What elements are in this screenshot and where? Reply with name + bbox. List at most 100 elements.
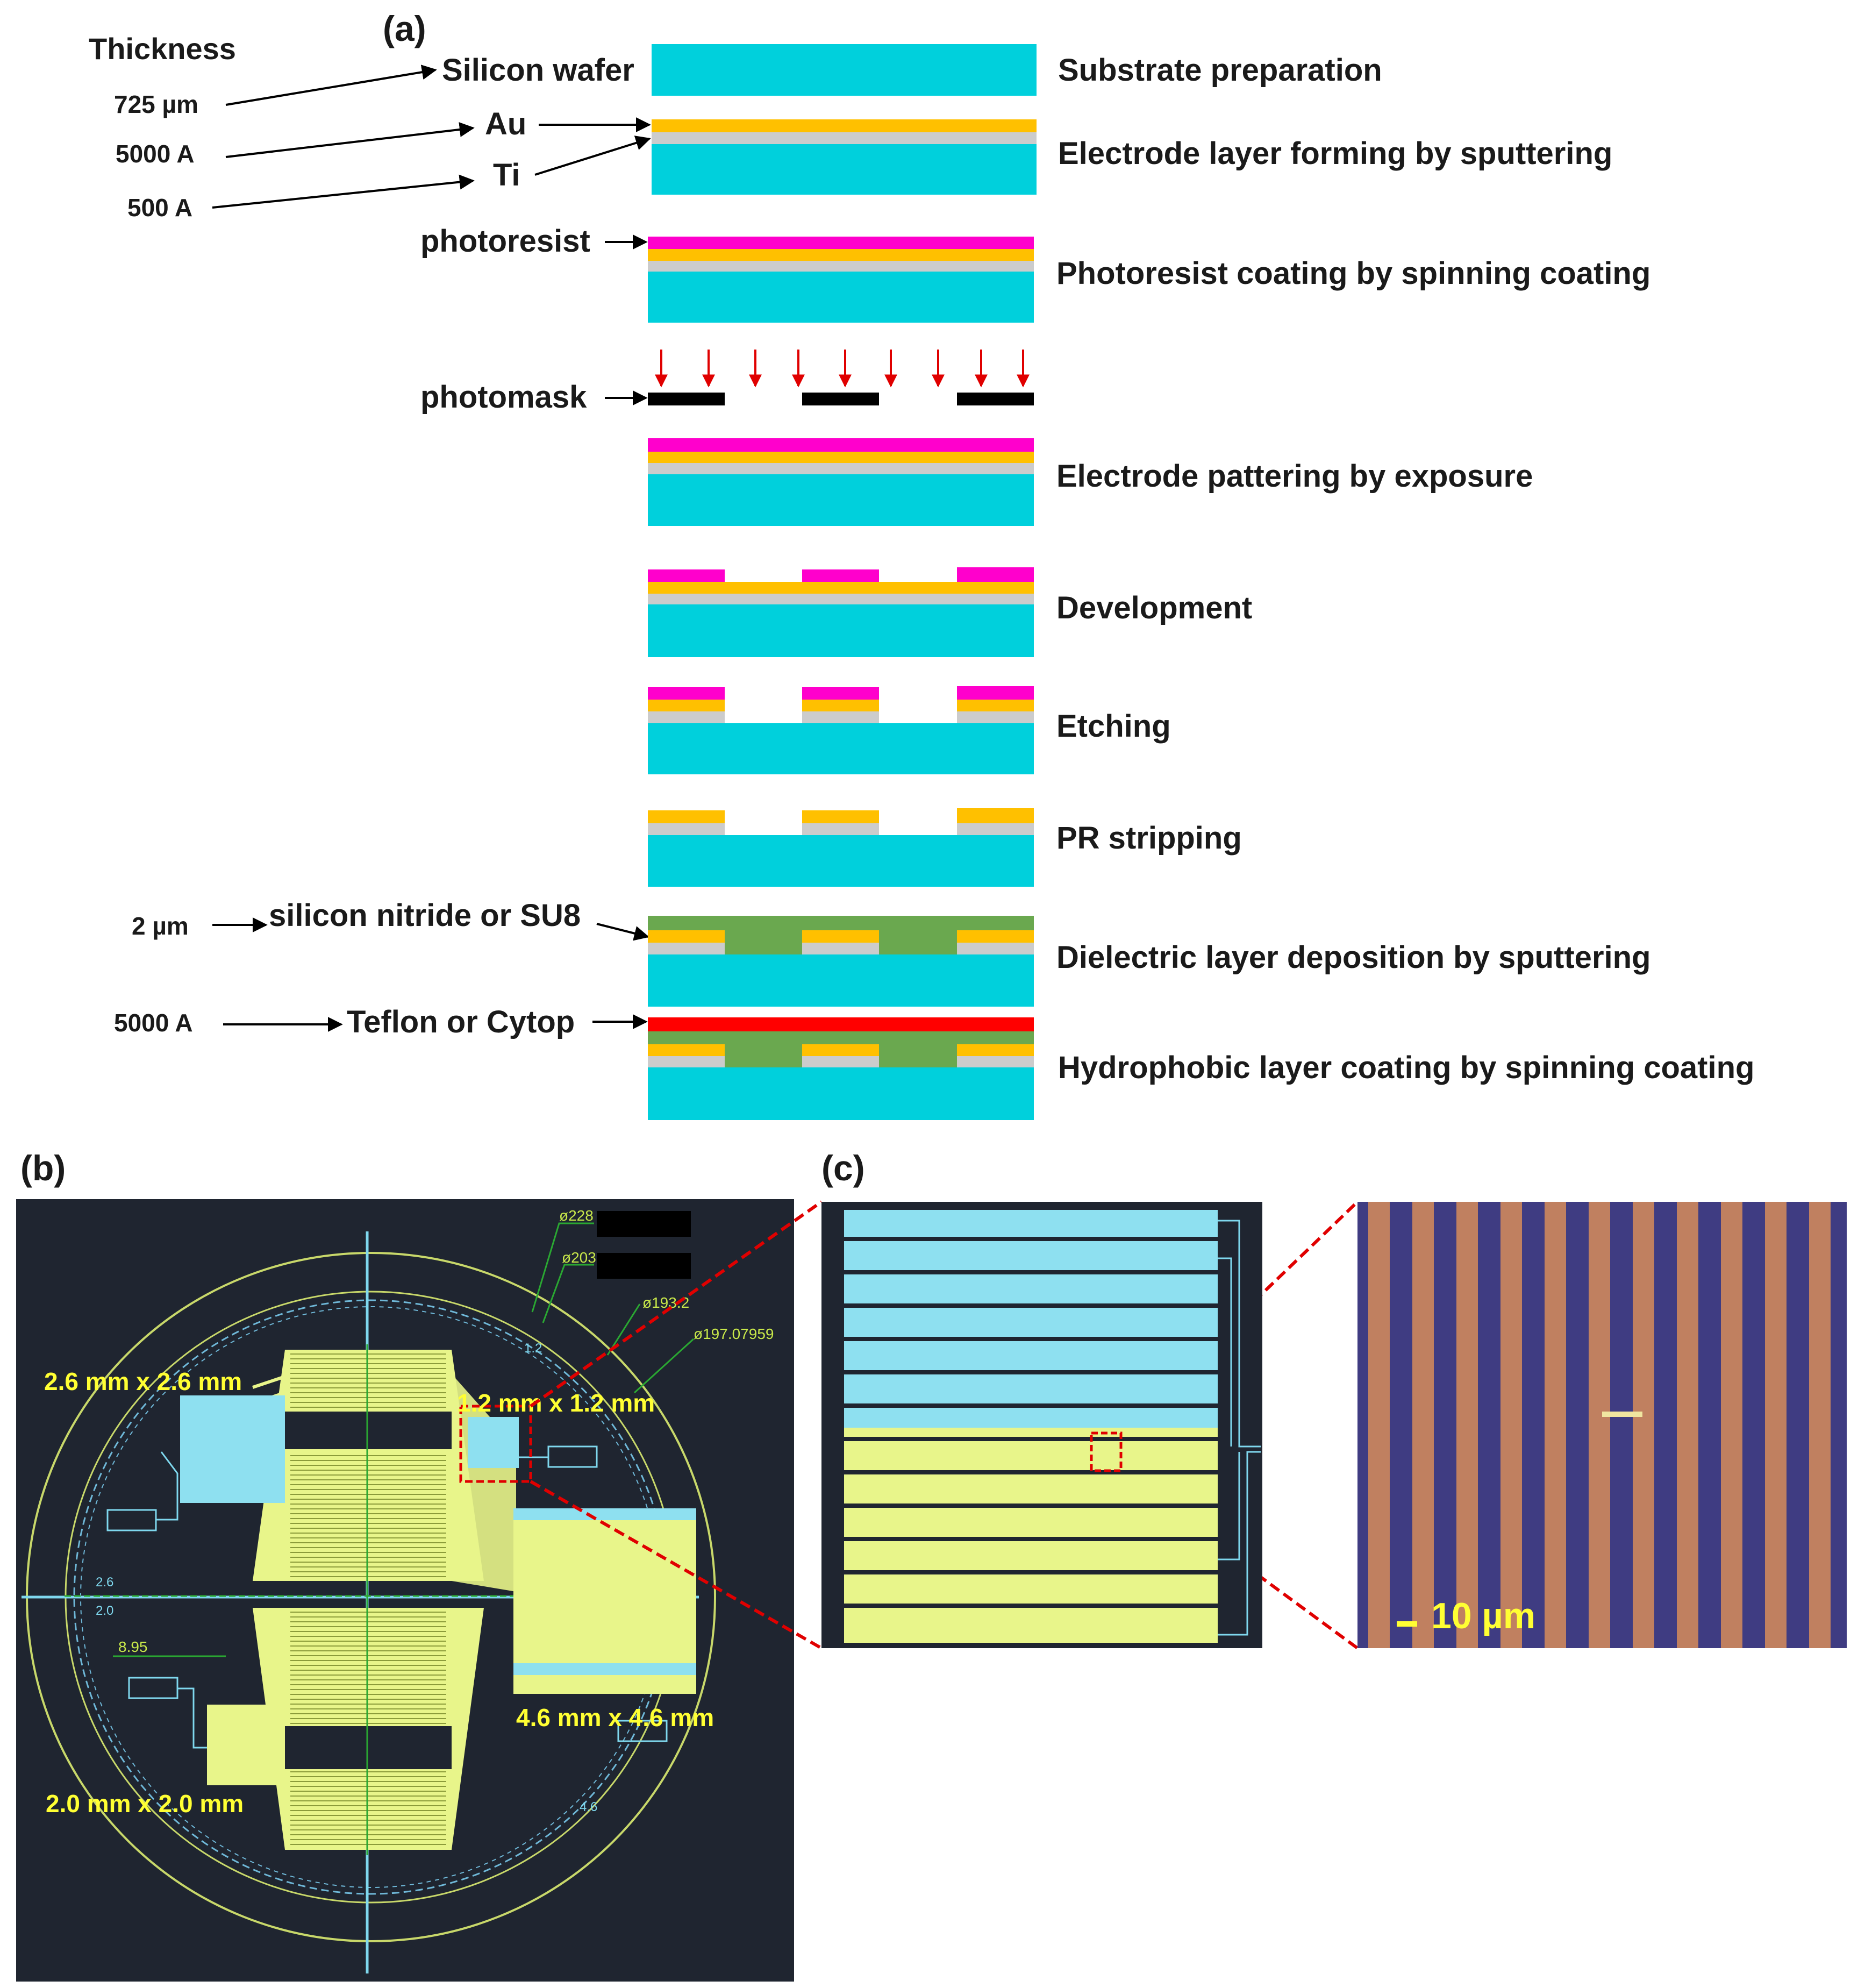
- label-photomask: photomask: [420, 380, 587, 415]
- electrode-pad-2-0mm: [207, 1705, 285, 1785]
- step-3: Photoresist coating by spinning coating: [1056, 256, 1650, 291]
- small-label-2-0: 2.0: [96, 1604, 113, 1618]
- small-label-4-6: 4.6: [580, 1800, 597, 1814]
- electrode-pad-4-6mm-bottom-edge: [513, 1663, 696, 1675]
- photomask-exposure: [648, 350, 1034, 405]
- silicon-layer: [648, 835, 1034, 887]
- finger-gap: [844, 1470, 1218, 1474]
- scale-bar-label: 10 µm: [1431, 1595, 1535, 1636]
- au-layer: [648, 249, 1034, 261]
- step-4: Electrode pattering by exposure: [1056, 459, 1533, 494]
- finger-gap: [844, 1570, 1218, 1574]
- au-layer: [652, 119, 1037, 132]
- thickness-au: 5000 A: [116, 140, 195, 168]
- label-photoresist: photoresist: [420, 224, 590, 259]
- panel-b-label: (b): [20, 1148, 66, 1188]
- etched-island-left: [648, 687, 725, 723]
- redaction-bar-top: [597, 1211, 691, 1237]
- arrow-silicon-thickness: [225, 65, 437, 106]
- electrode-array-lower: [253, 1608, 484, 1850]
- electrode-stripe: [1412, 1202, 1434, 1648]
- electrode-stripe: [1633, 1202, 1654, 1648]
- arrow-ti-thickness: [212, 174, 475, 209]
- electrode-stripe: [1589, 1202, 1610, 1648]
- silicon-layer: [648, 1067, 1034, 1120]
- panel-c-label: (c): [821, 1148, 865, 1188]
- zoomed-routing: [1218, 1220, 1261, 1636]
- etched-island-right: [957, 686, 1034, 723]
- step-6: Etching: [1056, 709, 1171, 744]
- label-au: Au: [485, 106, 526, 141]
- zoomed-pad-cyan: [844, 1210, 1218, 1428]
- size-label-2-6mm: 2.6 mm x 2.6 mm: [44, 1367, 242, 1395]
- dim-895: 8.95: [118, 1638, 148, 1655]
- au-layer: [648, 582, 1034, 594]
- finger-gap: [844, 1604, 1218, 1608]
- size-label-2-0mm: 2.0 mm x 2.0 mm: [46, 1790, 244, 1818]
- electrode-middle: [802, 810, 879, 835]
- silicon-layer: [652, 144, 1037, 195]
- electrode-pad-2-6mm: [180, 1395, 285, 1503]
- panel-a-label: (a): [383, 9, 426, 48]
- size-label-1-2mm: 1.2 mm x 1.2 mm: [457, 1389, 655, 1417]
- zoom-selection-box: [459, 1405, 532, 1483]
- step-9: Hydrophobic layer coating by spinning co…: [1058, 1050, 1754, 1085]
- electrode-stripe: [1677, 1202, 1698, 1648]
- electrode-pad-4-6mm-top-edge: [513, 1508, 696, 1520]
- dim-197: ø197.07959: [694, 1326, 774, 1342]
- ti-layer: [648, 594, 1034, 604]
- step-7: PR stripping: [1056, 821, 1242, 856]
- photoresist-layer: [648, 438, 1034, 452]
- arrow-au-thickness: [225, 122, 475, 158]
- dimension-leaders: [113, 1222, 695, 1657]
- mask-segment-right: [957, 393, 1034, 405]
- stack-electrode-forming: [652, 119, 1037, 195]
- label-ti: Ti: [493, 158, 520, 193]
- silicon-layer: [648, 604, 1034, 657]
- electrode-pad-4-6mm: [513, 1508, 696, 1694]
- arrow-ti-layer: [534, 136, 651, 176]
- stack-substrate: [652, 44, 1037, 96]
- label-hydrophobic: Teflon or Cytop: [347, 1004, 575, 1039]
- stack-development: [648, 567, 1034, 657]
- stack-photoresist-coating: [648, 237, 1034, 323]
- silicon-layer: [648, 272, 1034, 323]
- finger-gap: [844, 1537, 1218, 1541]
- step-1: Substrate preparation: [1058, 53, 1382, 88]
- electrode-stripe: [1809, 1202, 1831, 1648]
- arrow-dielectric-layer: [596, 923, 649, 941]
- label-silicon-wafer: Silicon wafer: [442, 53, 634, 88]
- silicon-layer: [648, 474, 1034, 526]
- electrode-stripe: [1456, 1202, 1478, 1648]
- step-8: Dielectric layer deposition by sputterin…: [1056, 940, 1650, 975]
- finger-gap: [844, 1370, 1218, 1374]
- silicon-layer: [652, 44, 1037, 96]
- step-5: Development: [1056, 590, 1252, 625]
- panel-c: (c) 10 µm: [821, 1148, 1847, 1648]
- photoresist-left: [648, 569, 725, 582]
- contact-pads: [106, 1445, 668, 1749]
- zoomed-left-strip: [821, 1210, 844, 1643]
- finger-gap: [844, 1403, 1218, 1408]
- hydrophobic-layer: [648, 1017, 1034, 1031]
- small-label-1-2: 1.2: [524, 1341, 542, 1356]
- finger-gap: [844, 1337, 1218, 1341]
- silicon-layer: [648, 723, 1034, 774]
- small-label-2-6: 2.6: [96, 1575, 113, 1590]
- panel-b: (b): [16, 1148, 794, 1982]
- electrode-left: [648, 810, 725, 835]
- electrode-right: [957, 808, 1034, 835]
- stack-hydrophobic: [648, 1017, 1034, 1120]
- finger-gap: [844, 1237, 1218, 1241]
- electrode-stripe: [1765, 1202, 1787, 1648]
- electrode-stripe: [1721, 1202, 1742, 1648]
- micrograph-stripes: [1368, 1202, 1831, 1648]
- zoomed-pad-yellow: [844, 1428, 1218, 1643]
- ti-layer: [648, 261, 1034, 272]
- label-dielectric: silicon nitride or SU8: [269, 898, 581, 933]
- dim-193: ø193.2: [642, 1294, 689, 1311]
- buried-electrodes: [648, 930, 1034, 954]
- mask-segment-left: [648, 393, 725, 405]
- electrode-stripe: [1545, 1202, 1566, 1648]
